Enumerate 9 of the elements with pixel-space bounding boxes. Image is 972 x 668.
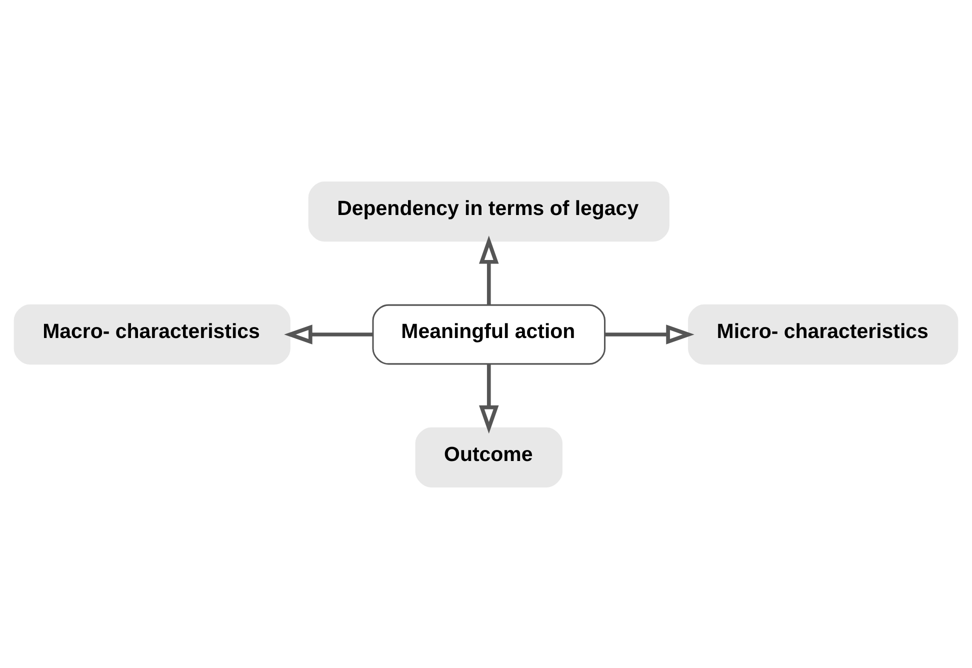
node-box: Micro- characteristics xyxy=(688,304,958,364)
node-box: Dependency in terms of legacy xyxy=(308,180,670,242)
node-box: Outcome xyxy=(415,426,562,488)
arrow xyxy=(605,324,694,344)
arrow xyxy=(284,324,373,344)
arrow xyxy=(479,235,499,304)
node-box: Meaningful action xyxy=(372,304,606,364)
node-box: Macro- characteristics xyxy=(14,304,290,364)
arrow xyxy=(479,364,499,434)
